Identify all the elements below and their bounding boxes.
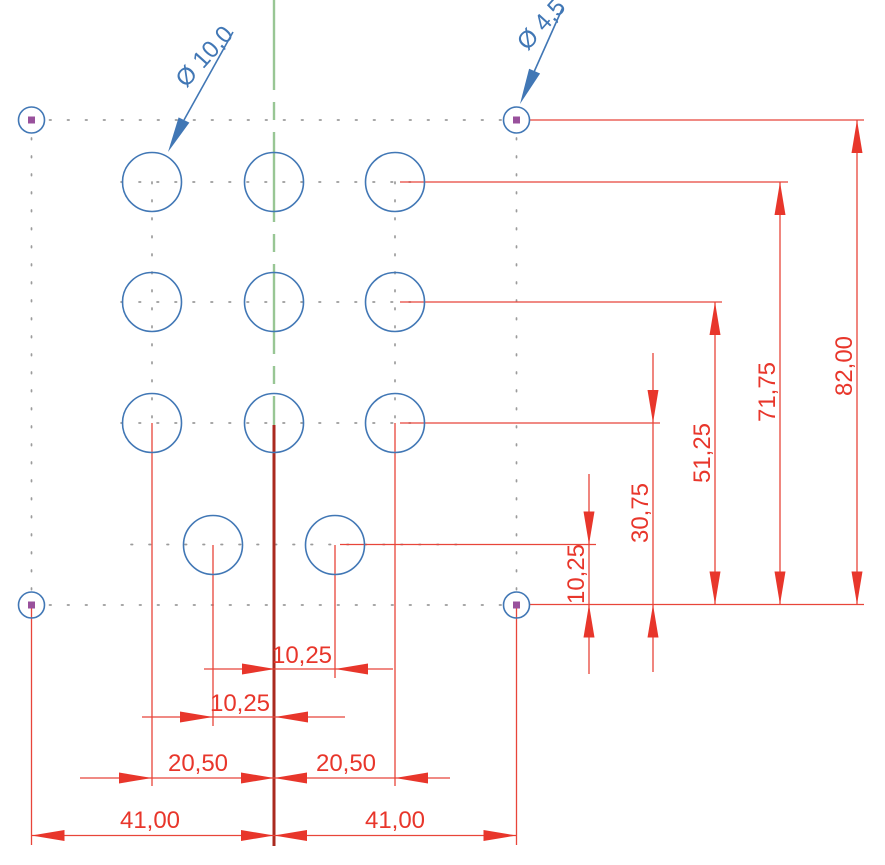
leader-arrow-icon xyxy=(520,68,541,104)
red-dimension-arrows xyxy=(31,120,863,841)
large-hole-circles xyxy=(121,151,426,576)
large-hole-leader xyxy=(168,31,234,152)
small-hole-leader xyxy=(520,6,564,104)
leader-arrow-icon xyxy=(168,117,190,152)
hole-center-marks xyxy=(28,116,520,609)
red-extension-lines xyxy=(30,119,864,845)
red-dimension-lines xyxy=(31,120,858,837)
corner-hole-circles xyxy=(17,106,531,619)
construction-dotted-lines xyxy=(30,119,518,606)
